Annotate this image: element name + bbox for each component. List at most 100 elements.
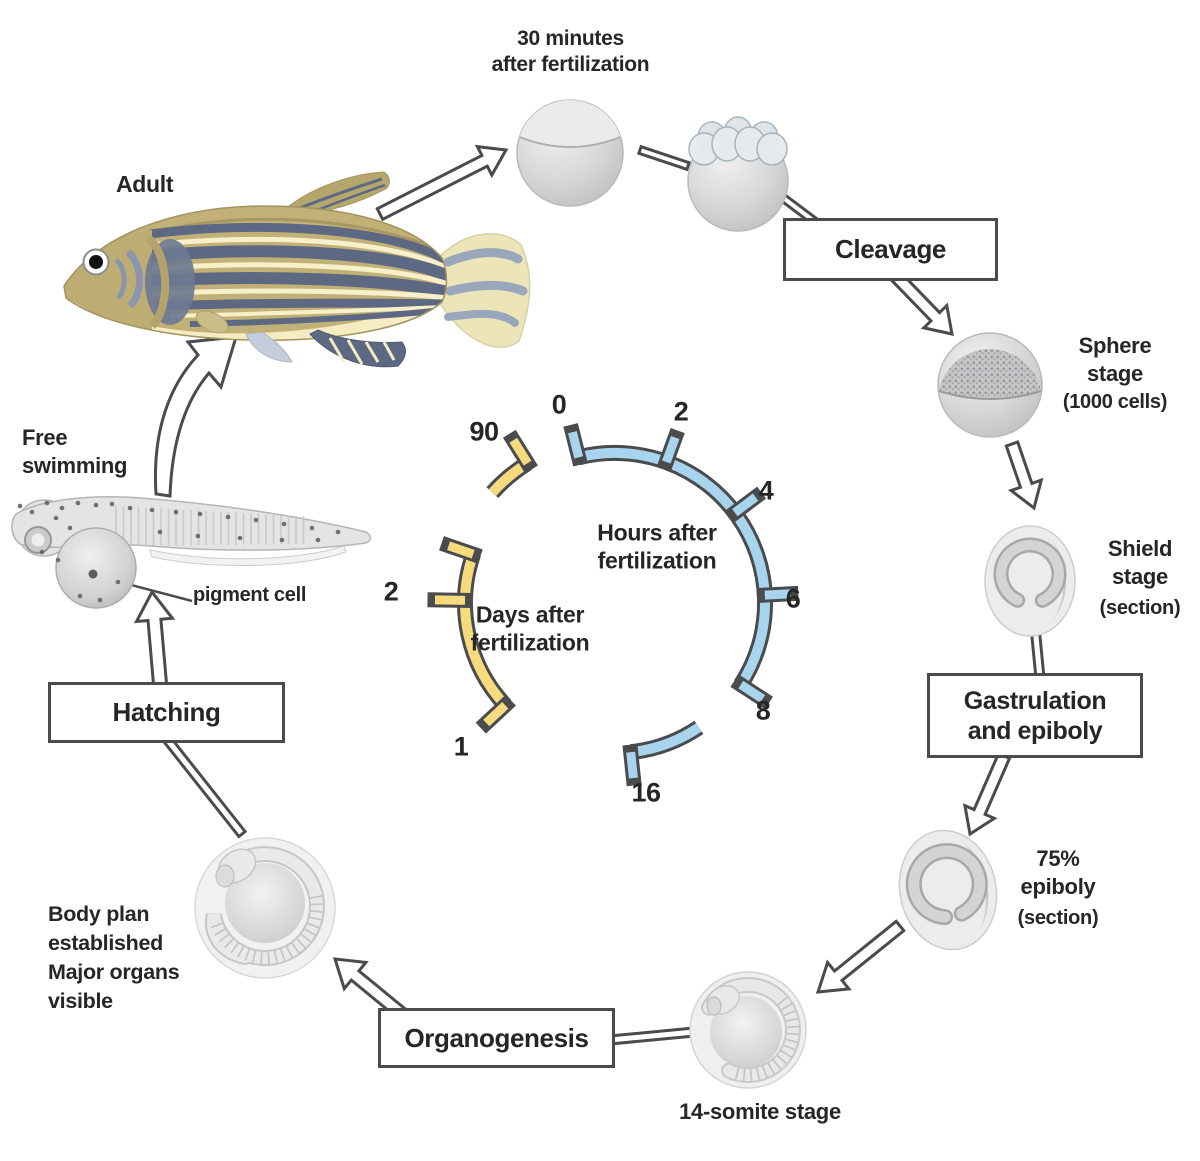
somite-line	[309, 916, 322, 921]
epiboly-stage-note: (section)	[1017, 907, 1099, 929]
pigment-dot	[93, 502, 99, 508]
pigment-dot	[197, 511, 203, 517]
hours-tick-4: 4	[758, 475, 774, 506]
arrow-gastrulation-to-epiboly	[962, 751, 1012, 837]
connector-egg-to-cleavage-embryo	[637, 144, 691, 172]
days-tick-90	[509, 437, 532, 466]
pigment-dot	[67, 525, 73, 531]
hours-tick-2	[662, 436, 680, 464]
somite-line	[252, 950, 257, 963]
somite-line	[300, 933, 312, 943]
pigment-dot	[315, 537, 321, 543]
days-tick-1: 1	[453, 731, 469, 762]
somite-stage-illustration	[689, 971, 807, 1089]
somite-line	[210, 922, 223, 929]
pigment-dot	[53, 515, 59, 521]
egg-illustration	[516, 99, 624, 207]
arrow-sphere-to-shield	[1004, 440, 1044, 511]
pigment-dot	[253, 517, 259, 523]
free-swimming-label: Free swimming	[22, 425, 128, 478]
pigment-dot	[335, 529, 341, 535]
pigment-dot	[127, 505, 133, 511]
pigment-dot	[17, 503, 23, 509]
pigment-dot	[39, 549, 45, 555]
somite-line	[772, 1059, 782, 1070]
days-arc-end-tick	[447, 541, 475, 559]
pigment-dot	[77, 593, 83, 599]
somite-line	[307, 922, 320, 929]
pigment-dot	[279, 537, 285, 543]
body-plan-label: Body plan established Major organs visib…	[48, 902, 180, 1014]
somite-line	[291, 942, 300, 954]
somite-line	[785, 1038, 798, 1044]
cleavage-embryo-illustration	[687, 116, 789, 232]
somite-line	[230, 942, 239, 954]
somite-line	[780, 1050, 792, 1058]
days-tick-90: 90	[469, 416, 499, 447]
somite-line	[785, 1017, 798, 1022]
shield-stage-illustration	[984, 525, 1076, 637]
gastrulation-box-label: Gastrulation and epiboly	[963, 686, 1107, 745]
adult-stage-label: Adult	[116, 171, 174, 197]
somite-line	[749, 1068, 753, 1081]
somite-line	[279, 948, 286, 961]
days-tick-1	[483, 702, 509, 727]
somite-line	[776, 1054, 788, 1065]
egg-stage-label: 30 minutes after fertilization	[491, 27, 650, 77]
cleavage-box: Cleavage	[783, 218, 998, 281]
shield-stage-note: (section)	[1099, 597, 1181, 619]
connector-bodyplan-to-hatching-box	[160, 733, 248, 839]
somite-line	[214, 928, 226, 936]
hours-tick-6: 6	[785, 583, 801, 614]
somite-line	[761, 1065, 768, 1078]
arrow-epiboly-to-somite	[815, 919, 906, 994]
somite-line	[244, 948, 251, 961]
arrow-larva-to-adult	[153, 335, 239, 498]
hours-tick-6	[764, 589, 792, 600]
hours-tick-0	[568, 431, 584, 459]
somite-line	[296, 938, 306, 949]
pigment-dot	[149, 507, 155, 513]
pigment-dot	[225, 514, 231, 520]
epiboly-illustration	[898, 829, 998, 951]
arrow-adult-to-egg	[375, 144, 509, 222]
adult-zebrafish-illustration	[63, 171, 531, 368]
somite-line	[777, 996, 788, 1006]
days-tick-2	[434, 595, 466, 605]
shield-stage-label: Shield stage	[1107, 536, 1173, 589]
somite-line	[783, 1044, 796, 1051]
pigment-dot	[29, 509, 35, 515]
hours-tick-8: 8	[755, 695, 771, 726]
somite-line	[756, 1067, 761, 1080]
somite-line	[304, 928, 316, 936]
hatching-box-label: Hatching	[112, 697, 221, 727]
days-arc-main	[460, 552, 509, 709]
somite-line	[218, 933, 230, 943]
hours-tick-16	[626, 751, 638, 779]
organogenesis-box: Organogenesis	[378, 1008, 615, 1068]
somite-line	[767, 1062, 775, 1075]
hours-tick-0: 0	[551, 389, 567, 420]
days-axis-label: Days after fertilization	[470, 601, 590, 655]
pigment-dot	[44, 500, 50, 506]
days-tick-2: 2	[383, 576, 399, 607]
pigment-dot	[115, 579, 121, 585]
pigment-dot	[281, 521, 287, 527]
hours-tick-8	[738, 680, 766, 703]
pigment-cell-label: pigment cell	[193, 584, 307, 606]
larva-illustration	[11, 496, 372, 609]
hours-tick-16: 16	[631, 777, 661, 808]
body-plan-embryo-illustration	[194, 837, 336, 979]
hours-axis-label: Hours after fertilization	[597, 519, 717, 573]
hatching-box: Hatching	[48, 682, 285, 743]
somite-line	[742, 1068, 746, 1081]
somite-line	[237, 946, 245, 958]
flow-arrows	[133, 144, 1046, 1046]
pigment-dot	[237, 535, 243, 541]
pigment-dot	[309, 525, 315, 531]
somite-line	[734, 1067, 740, 1080]
sphere-stage-label: Sphere stage	[1078, 333, 1152, 386]
pigment-cell-spot	[88, 569, 98, 579]
